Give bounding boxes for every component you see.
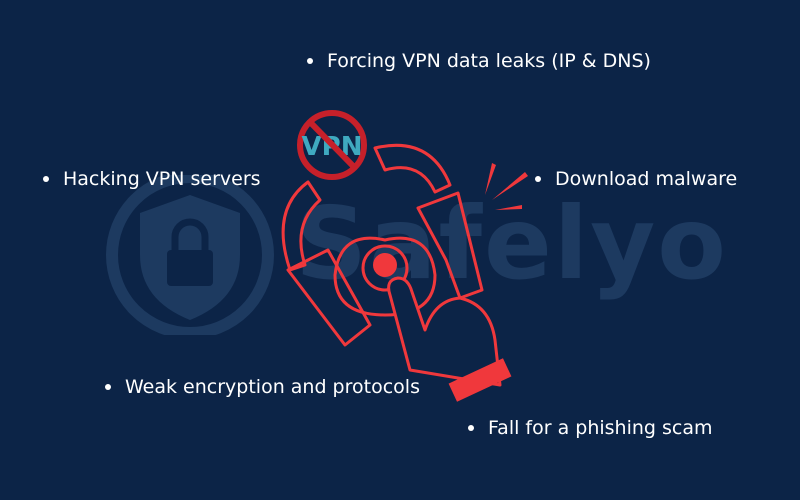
shield-lock-watermark-icon xyxy=(106,175,274,335)
phone-body xyxy=(333,236,437,317)
bullet-phishing-scam: Fall for a phishing scam xyxy=(468,417,713,439)
bullet-text: Download malware xyxy=(555,168,738,190)
bullet-download-malware: Download malware xyxy=(535,168,737,190)
bullet-weak-encryption: Weak encryption and protocols xyxy=(105,376,420,398)
sleeve-cuff xyxy=(448,358,512,402)
alert-lines-icon xyxy=(485,163,528,210)
phone-hand-illustration: VPN xyxy=(281,110,528,402)
bullet-text: Weak encryption and protocols xyxy=(125,376,420,398)
bullet-text: Fall for a phishing scam xyxy=(488,417,713,439)
phone-handset-right xyxy=(416,191,484,300)
bullet-hacking-vpn-servers: Hacking VPN servers xyxy=(43,168,261,190)
phone-handset-bottom xyxy=(286,248,372,347)
bullet-vpn-data-leaks: Forcing VPN data leaks (IP & DNS) xyxy=(307,50,651,72)
bullet-text: Forcing VPN data leaks (IP & DNS) xyxy=(327,50,651,72)
no-vpn-badge: VPN xyxy=(297,110,367,180)
hand xyxy=(387,276,502,387)
call-button xyxy=(373,253,397,277)
bullet-text: Hacking VPN servers xyxy=(63,168,261,190)
phone-handset-top xyxy=(373,143,452,194)
